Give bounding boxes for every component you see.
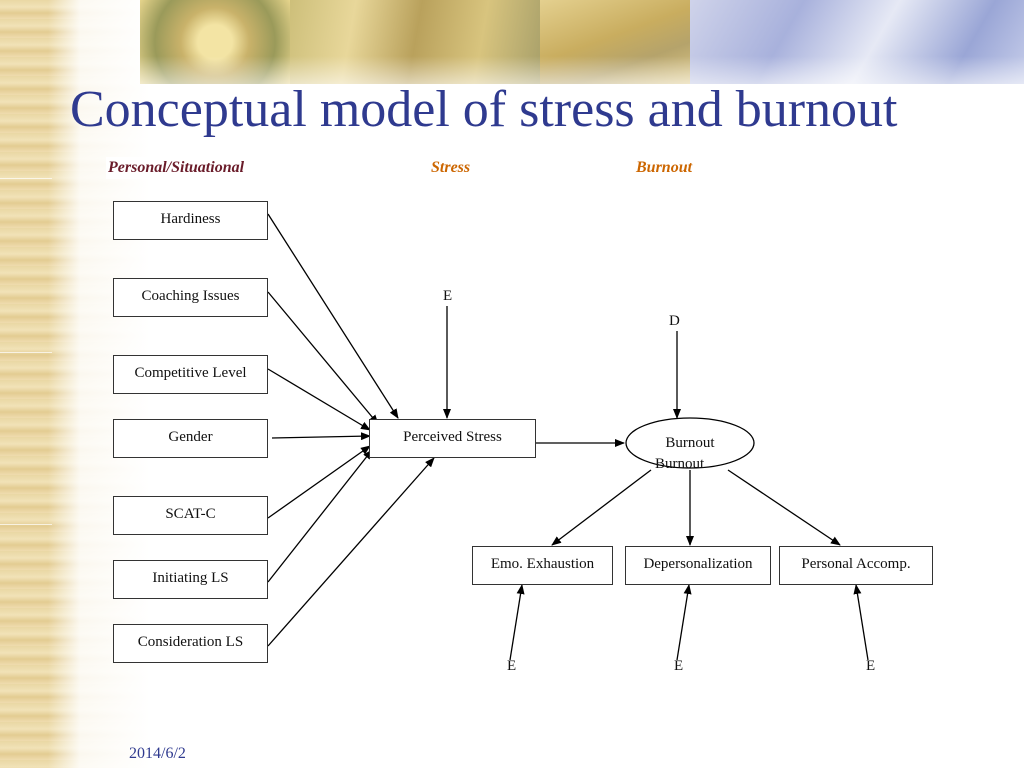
arrow-burnout-to-accomplishment <box>727 469 841 546</box>
predictor-box-consideration-ls: Consideration LS <box>113 624 268 663</box>
burnout-latent-ellipse <box>625 417 755 469</box>
predictor-box-coaching-issues: Coaching Issues <box>113 278 268 317</box>
predictor-box-competitive-level: Competitive Level <box>113 355 268 394</box>
predictor-box-gender: Gender <box>113 419 268 458</box>
strip-seam <box>0 524 52 525</box>
accomplishment-error-label: E <box>866 658 876 674</box>
indicator-box-emotional-exhaustion: Emo. Exhaustion <box>472 546 613 585</box>
depersonalization-error-label: E <box>674 658 684 674</box>
burnout-latent-label: Burnout <box>665 435 715 451</box>
arrow-error-to-exhaustion <box>509 584 525 661</box>
indicator-box-personal-accomplishment: Personal Accomp. <box>779 546 933 585</box>
decorative-top-banner <box>140 0 1024 84</box>
arrow-competitive-to-stress <box>267 368 371 431</box>
arrow-hardiness-to-stress <box>267 213 399 419</box>
slide-title: Conceptual model of stress and burnout <box>70 81 898 138</box>
arrow-error-to-accomplishment <box>853 584 869 661</box>
exhaustion-error-label: E <box>507 658 517 674</box>
strip-seam <box>0 352 52 353</box>
indicator-box-depersonalization: Depersonalization <box>625 546 771 585</box>
arrow-coaching-to-stress <box>267 291 379 425</box>
burnout-disturbance-label: D <box>669 313 680 329</box>
arrow-scatc-to-stress <box>267 445 371 519</box>
arrow-gender-to-stress <box>271 432 371 441</box>
column-heading-burnout: Burnout <box>636 159 693 176</box>
column-heading-personal: Personal/Situational <box>106 157 247 179</box>
arrow-burnout-to-exhaustion <box>551 469 652 546</box>
arrow-consideration-to-stress <box>267 457 435 647</box>
perceived-stress-box: Perceived Stress <box>369 419 536 458</box>
burnout-latent-overlap-label: Burnout <box>655 456 705 472</box>
arrow-initiating-to-stress <box>267 449 373 583</box>
footer-date: 2014/6/2 <box>129 745 186 762</box>
predictor-box-initiating-ls: Initiating LS <box>113 560 268 599</box>
banner-fade <box>140 56 1024 84</box>
strip-seam <box>0 178 52 179</box>
predictor-box-scat-c: SCAT-C <box>113 496 268 535</box>
column-heading-stress: Stress <box>431 159 471 176</box>
predictor-box-hardiness: Hardiness <box>113 201 268 240</box>
arrow-error-to-depersonalization <box>676 584 692 661</box>
stress-error-label: E <box>443 288 453 304</box>
